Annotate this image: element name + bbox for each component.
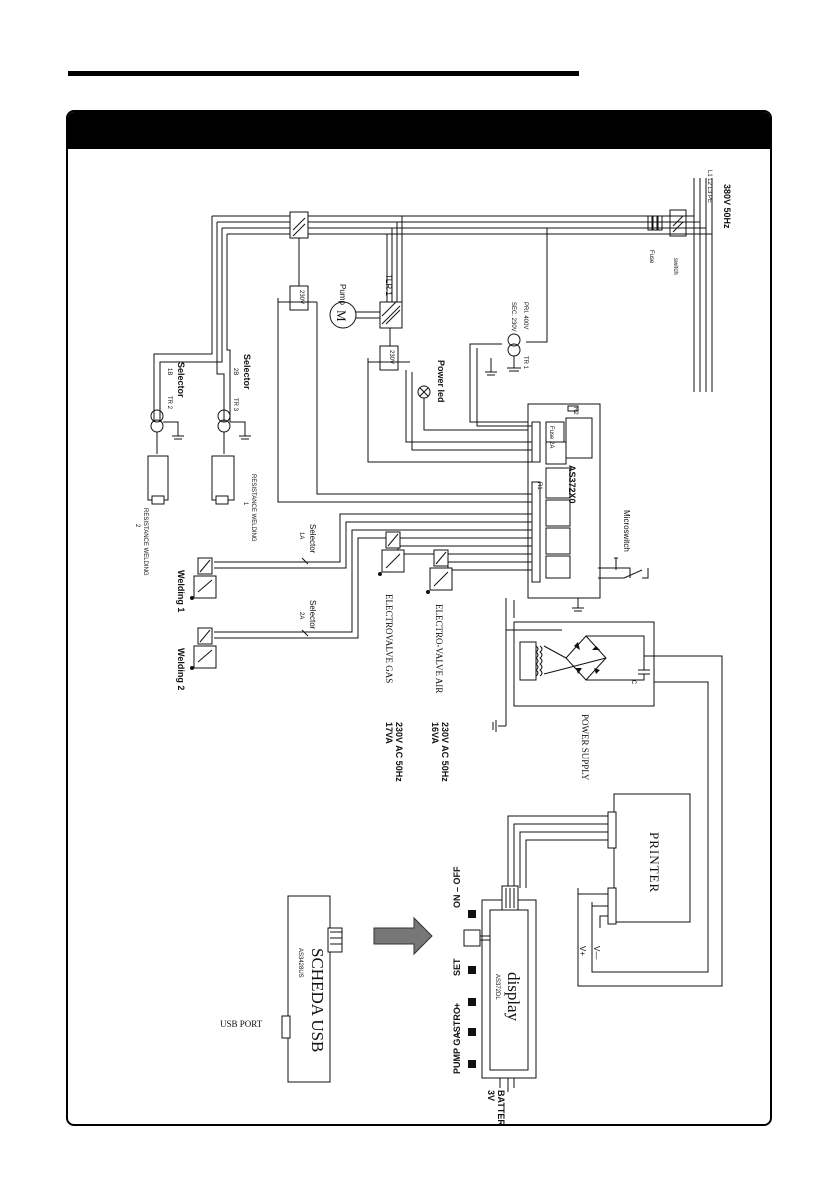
display-board [463, 885, 537, 1092]
air-rating-1: 230V AC 50Hz [440, 722, 450, 782]
selector-1a-sub: 1A [298, 532, 304, 539]
power-led [417, 385, 532, 431]
usb-board [281, 895, 343, 1083]
coil-230v-left: 230V [277, 285, 317, 311]
main-switch [669, 209, 687, 237]
resistance-welding-1-num: 1 [242, 502, 248, 506]
electrovalve-gas [378, 531, 532, 576]
resistance-welding-1-label: RESISTANCE WELDING [250, 474, 256, 542]
board-top-wires [367, 348, 532, 463]
selector-2b-sub: 2B [232, 368, 238, 375]
pri-label: PRI. 400V [522, 302, 528, 329]
tlr-label: TLR 1 [384, 274, 393, 296]
resistance-welding-1 [211, 455, 235, 505]
selector-1b-sub: 1B [166, 368, 172, 375]
resistance-welding-2 [147, 455, 169, 505]
fuse-label: Fuse [648, 250, 654, 264]
resistance-welding-2-label: RESISTANCE WELDING [142, 508, 148, 576]
usb-board-label: SCHEDA USB [308, 948, 327, 1052]
svg-text:M: M [334, 310, 349, 323]
board-label: AS372X0 [567, 465, 577, 504]
dc-wires [577, 655, 723, 987]
gas-rating-1: 230V AC 50Hz [394, 722, 404, 782]
tr3-label: TR 3 [232, 398, 238, 412]
fuse-board-label: Fuse 2A [548, 426, 554, 448]
arrow-icon [373, 916, 433, 956]
welding-1-label: Welding 1 [176, 570, 186, 612]
on-off-label: ON – OFF [452, 866, 462, 908]
electrovalve-air [426, 549, 532, 594]
selector-2a-sub: 2A [298, 612, 304, 619]
plus-label: + [452, 1003, 462, 1008]
ev-gas-label: ELECTROVALVE GAS [384, 594, 394, 683]
usb-board-sub-label: AS3428US [297, 948, 303, 978]
tr3-transformer [217, 409, 251, 454]
v-plus-label: V+ [578, 946, 587, 956]
microswitch [598, 557, 649, 579]
svg-text:230V: 230V [298, 290, 304, 304]
top-rule [68, 71, 579, 76]
supply-label: 380V 50Hz [722, 184, 732, 229]
r1-label: R1 [536, 482, 542, 490]
printer-label: PRINTER [647, 832, 662, 893]
welding-1-valve [190, 557, 217, 600]
tr1-label: TR 1 [522, 356, 528, 370]
left-feeders [153, 216, 532, 503]
ground-tr1-sec [485, 358, 497, 376]
wiring-schematic: 380V 50Hz L1 L2 L3 PE switch Fuse [134, 170, 732, 1126]
mains-bus [212, 215, 712, 235]
selector-1a-label: Selector [308, 524, 317, 554]
header-band [68, 112, 770, 149]
v-minus-label: V— [592, 946, 601, 959]
ground-board [572, 598, 584, 612]
tr2-label: TR 2 [166, 396, 172, 410]
air-rating-2: 16VA [430, 722, 440, 744]
gas-rating-2: 17VA [384, 722, 394, 744]
ev-air-label: ELECTRO-VALVE AIR [434, 604, 444, 693]
printer [507, 793, 691, 928]
pump-gastro-label: PUMP GASTRO [452, 1007, 462, 1074]
switch-label: switch [672, 258, 678, 275]
power-supply-label: POWER SUPPLY [580, 714, 590, 781]
r2-label: R2 [572, 407, 578, 415]
resistance-welding-2-num: 2 [134, 524, 140, 528]
welding-2-label: Welding 2 [176, 648, 186, 690]
cap-label: C [630, 680, 636, 685]
tlr-contactor [379, 216, 403, 329]
minus-label: – [452, 1031, 462, 1036]
tr2-transformer [150, 409, 184, 454]
battery-label: BATTERY [496, 1090, 506, 1126]
sec-label: SEC. 230V [510, 302, 516, 332]
display-label: display [504, 972, 523, 1022]
microswitch-label: Microswitch [622, 510, 631, 552]
selector-a-wires [214, 513, 532, 639]
pump-label: Pump [338, 284, 347, 305]
pump-motor: M [329, 301, 380, 329]
selector-2b-label: Selector [242, 354, 252, 390]
power-led-label: Power led [436, 360, 446, 403]
transformer-tr1 [469, 227, 548, 423]
diagram-frame: 380V 50Hz L1 L2 L3 PE switch Fuse [66, 110, 772, 1126]
battery-v-label: 3V [486, 1090, 496, 1101]
control-board [527, 403, 601, 599]
welding-2-valve [190, 627, 217, 670]
mains-lines [693, 178, 713, 392]
svg-text:230V: 230V [388, 350, 394, 364]
usb-port-label: USB PORT [220, 1019, 263, 1029]
selector-1b-label: Selector [176, 362, 186, 398]
set-label: SET [452, 958, 462, 976]
lines-label: L1 L2 L3 PE [706, 170, 712, 203]
selector-2a-label: Selector [308, 600, 317, 630]
coil-230v-tlr: 230V [367, 328, 410, 371]
display-sub-label: AS372DL [494, 974, 500, 1000]
breaker-left [289, 211, 309, 286]
power-supply [492, 598, 655, 732]
